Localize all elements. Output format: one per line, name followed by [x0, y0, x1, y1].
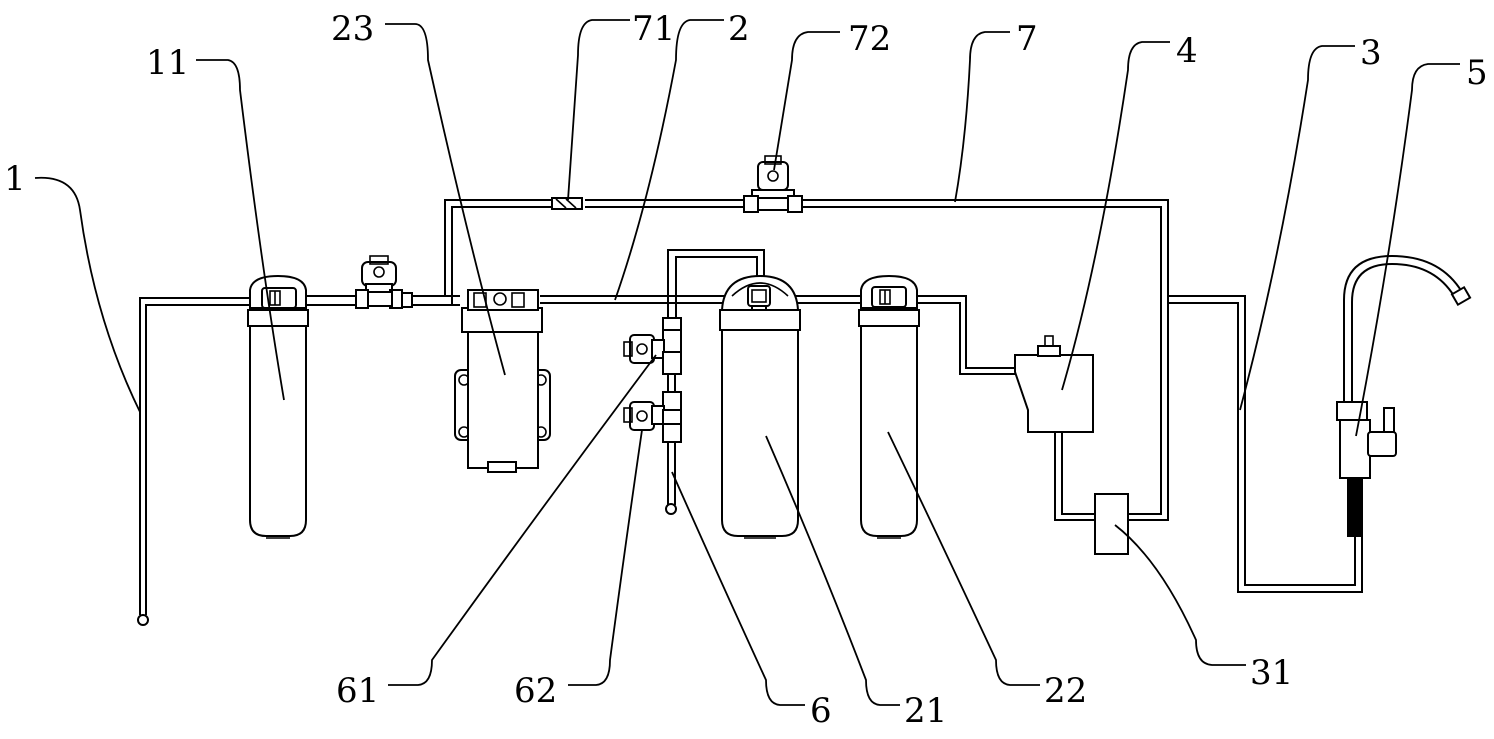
leader-11 [196, 59, 285, 401]
leader-3 [1239, 45, 1355, 411]
label-bypass-pipe: 7 [1016, 19, 1038, 59]
label-tank: 4 [1176, 31, 1198, 71]
drain-pipe [667, 440, 676, 505]
leader-2 [614, 19, 724, 301]
pump-23 [454, 289, 551, 473]
leader-lines [34, 19, 1460, 706]
leader-1 [34, 176, 141, 413]
valve-71 [551, 197, 583, 210]
filter-21 [719, 274, 801, 539]
label-filter-21: 21 [904, 691, 947, 731]
valve-inlet [355, 255, 413, 309]
main-pipe-b [420, 295, 460, 306]
label-pump: 23 [331, 9, 374, 49]
label-outlet-pipe: 3 [1360, 33, 1382, 73]
pipe-2 [540, 295, 730, 304]
label-valve-71: 71 [632, 9, 675, 49]
filter-22 [858, 274, 920, 539]
labels: 1 11 23 71 2 72 7 4 3 5 61 62 6 21 22 31 [4, 9, 1488, 731]
leader-22 [887, 431, 1040, 686]
inlet-pipe [139, 297, 250, 615]
leader-31 [1114, 524, 1246, 666]
label-valve-72: 72 [848, 19, 891, 59]
leader-62 [568, 429, 643, 686]
drain-end [665, 503, 677, 515]
label-drain: 6 [810, 691, 832, 731]
valve-72 [743, 155, 803, 213]
label-valve-61: 61 [336, 671, 379, 711]
pipes [137, 199, 1363, 626]
pipe-tank-box [1054, 432, 1095, 521]
faucet-5 [1336, 254, 1472, 537]
label-faucet: 5 [1466, 53, 1488, 93]
bypass-pipe [585, 199, 1169, 521]
leader-5 [1355, 63, 1460, 437]
valve-61 [623, 317, 682, 375]
u-loop [667, 249, 765, 318]
leader-6 [671, 471, 805, 706]
leader-7 [954, 31, 1010, 203]
label-valve-62: 62 [514, 671, 557, 711]
pipe-22-tank [910, 295, 1015, 375]
leader-23 [385, 23, 506, 376]
outlet-pipe [1168, 295, 1363, 593]
tank-4 [1014, 335, 1094, 433]
leader-71 [567, 19, 630, 201]
valve-62 [623, 374, 682, 443]
leader-72 [773, 31, 840, 171]
box-31 [1094, 493, 1129, 555]
label-pipe-2: 2 [728, 9, 750, 49]
prefilter-11 [247, 274, 309, 539]
label-box-31: 31 [1250, 653, 1293, 693]
label-prefilter: 11 [146, 43, 189, 83]
label-inlet: 1 [4, 159, 26, 199]
leader-21 [765, 435, 900, 706]
label-filter-22: 22 [1044, 671, 1087, 711]
leader-4 [1061, 41, 1170, 391]
inlet-end [137, 614, 149, 626]
pipe-21-22 [795, 295, 865, 304]
leader-61 [388, 354, 657, 686]
